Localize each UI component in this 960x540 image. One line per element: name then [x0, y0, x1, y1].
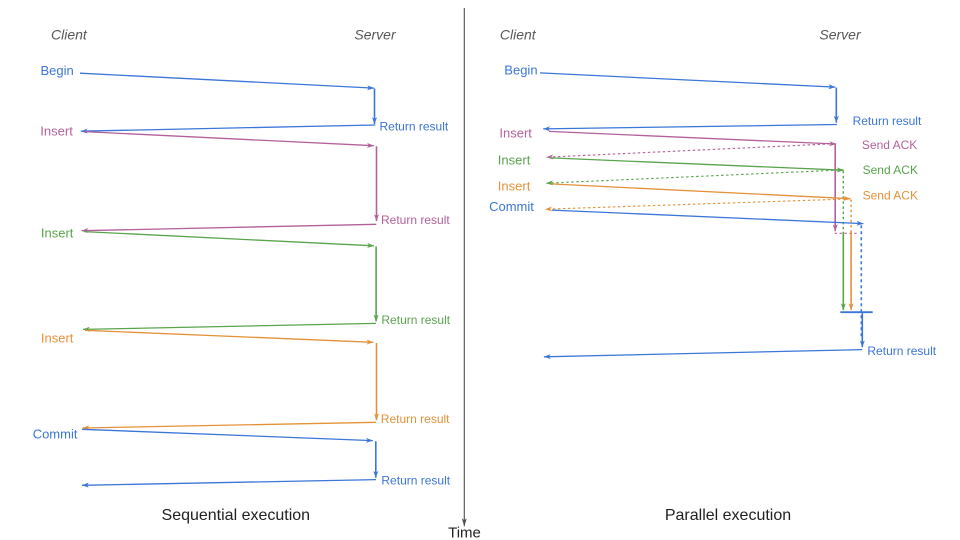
svg-text:Commit: Commit — [489, 199, 534, 214]
svg-text:Time: Time — [448, 525, 481, 540]
svg-text:Insert: Insert — [41, 225, 74, 240]
svg-text:Client: Client — [51, 26, 88, 42]
svg-text:Return result: Return result — [381, 412, 450, 426]
svg-text:Return result: Return result — [867, 344, 936, 358]
svg-text:Server: Server — [354, 26, 397, 42]
svg-text:Return result: Return result — [853, 114, 922, 128]
svg-text:Insert: Insert — [498, 153, 531, 168]
svg-text:Return result: Return result — [381, 474, 450, 488]
svg-text:Server: Server — [819, 26, 862, 42]
svg-text:Return result: Return result — [380, 120, 449, 134]
svg-text:Client: Client — [500, 26, 537, 42]
svg-text:Parallel execution: Parallel execution — [665, 507, 791, 524]
svg-text:Commit: Commit — [33, 427, 78, 442]
svg-text:Insert: Insert — [41, 331, 74, 346]
svg-text:Begin: Begin — [504, 62, 537, 77]
svg-text:Insert: Insert — [499, 126, 532, 141]
svg-text:Send ACK: Send ACK — [863, 188, 918, 202]
svg-text:Insert: Insert — [40, 123, 73, 138]
svg-text:Insert: Insert — [498, 179, 531, 194]
svg-text:Return result: Return result — [381, 213, 450, 227]
svg-text:Return result: Return result — [381, 313, 450, 327]
svg-text:Sequential execution: Sequential execution — [162, 507, 311, 524]
svg-text:Begin: Begin — [41, 63, 74, 78]
svg-text:Send ACK: Send ACK — [862, 138, 917, 152]
svg-text:Send ACK: Send ACK — [863, 163, 918, 177]
